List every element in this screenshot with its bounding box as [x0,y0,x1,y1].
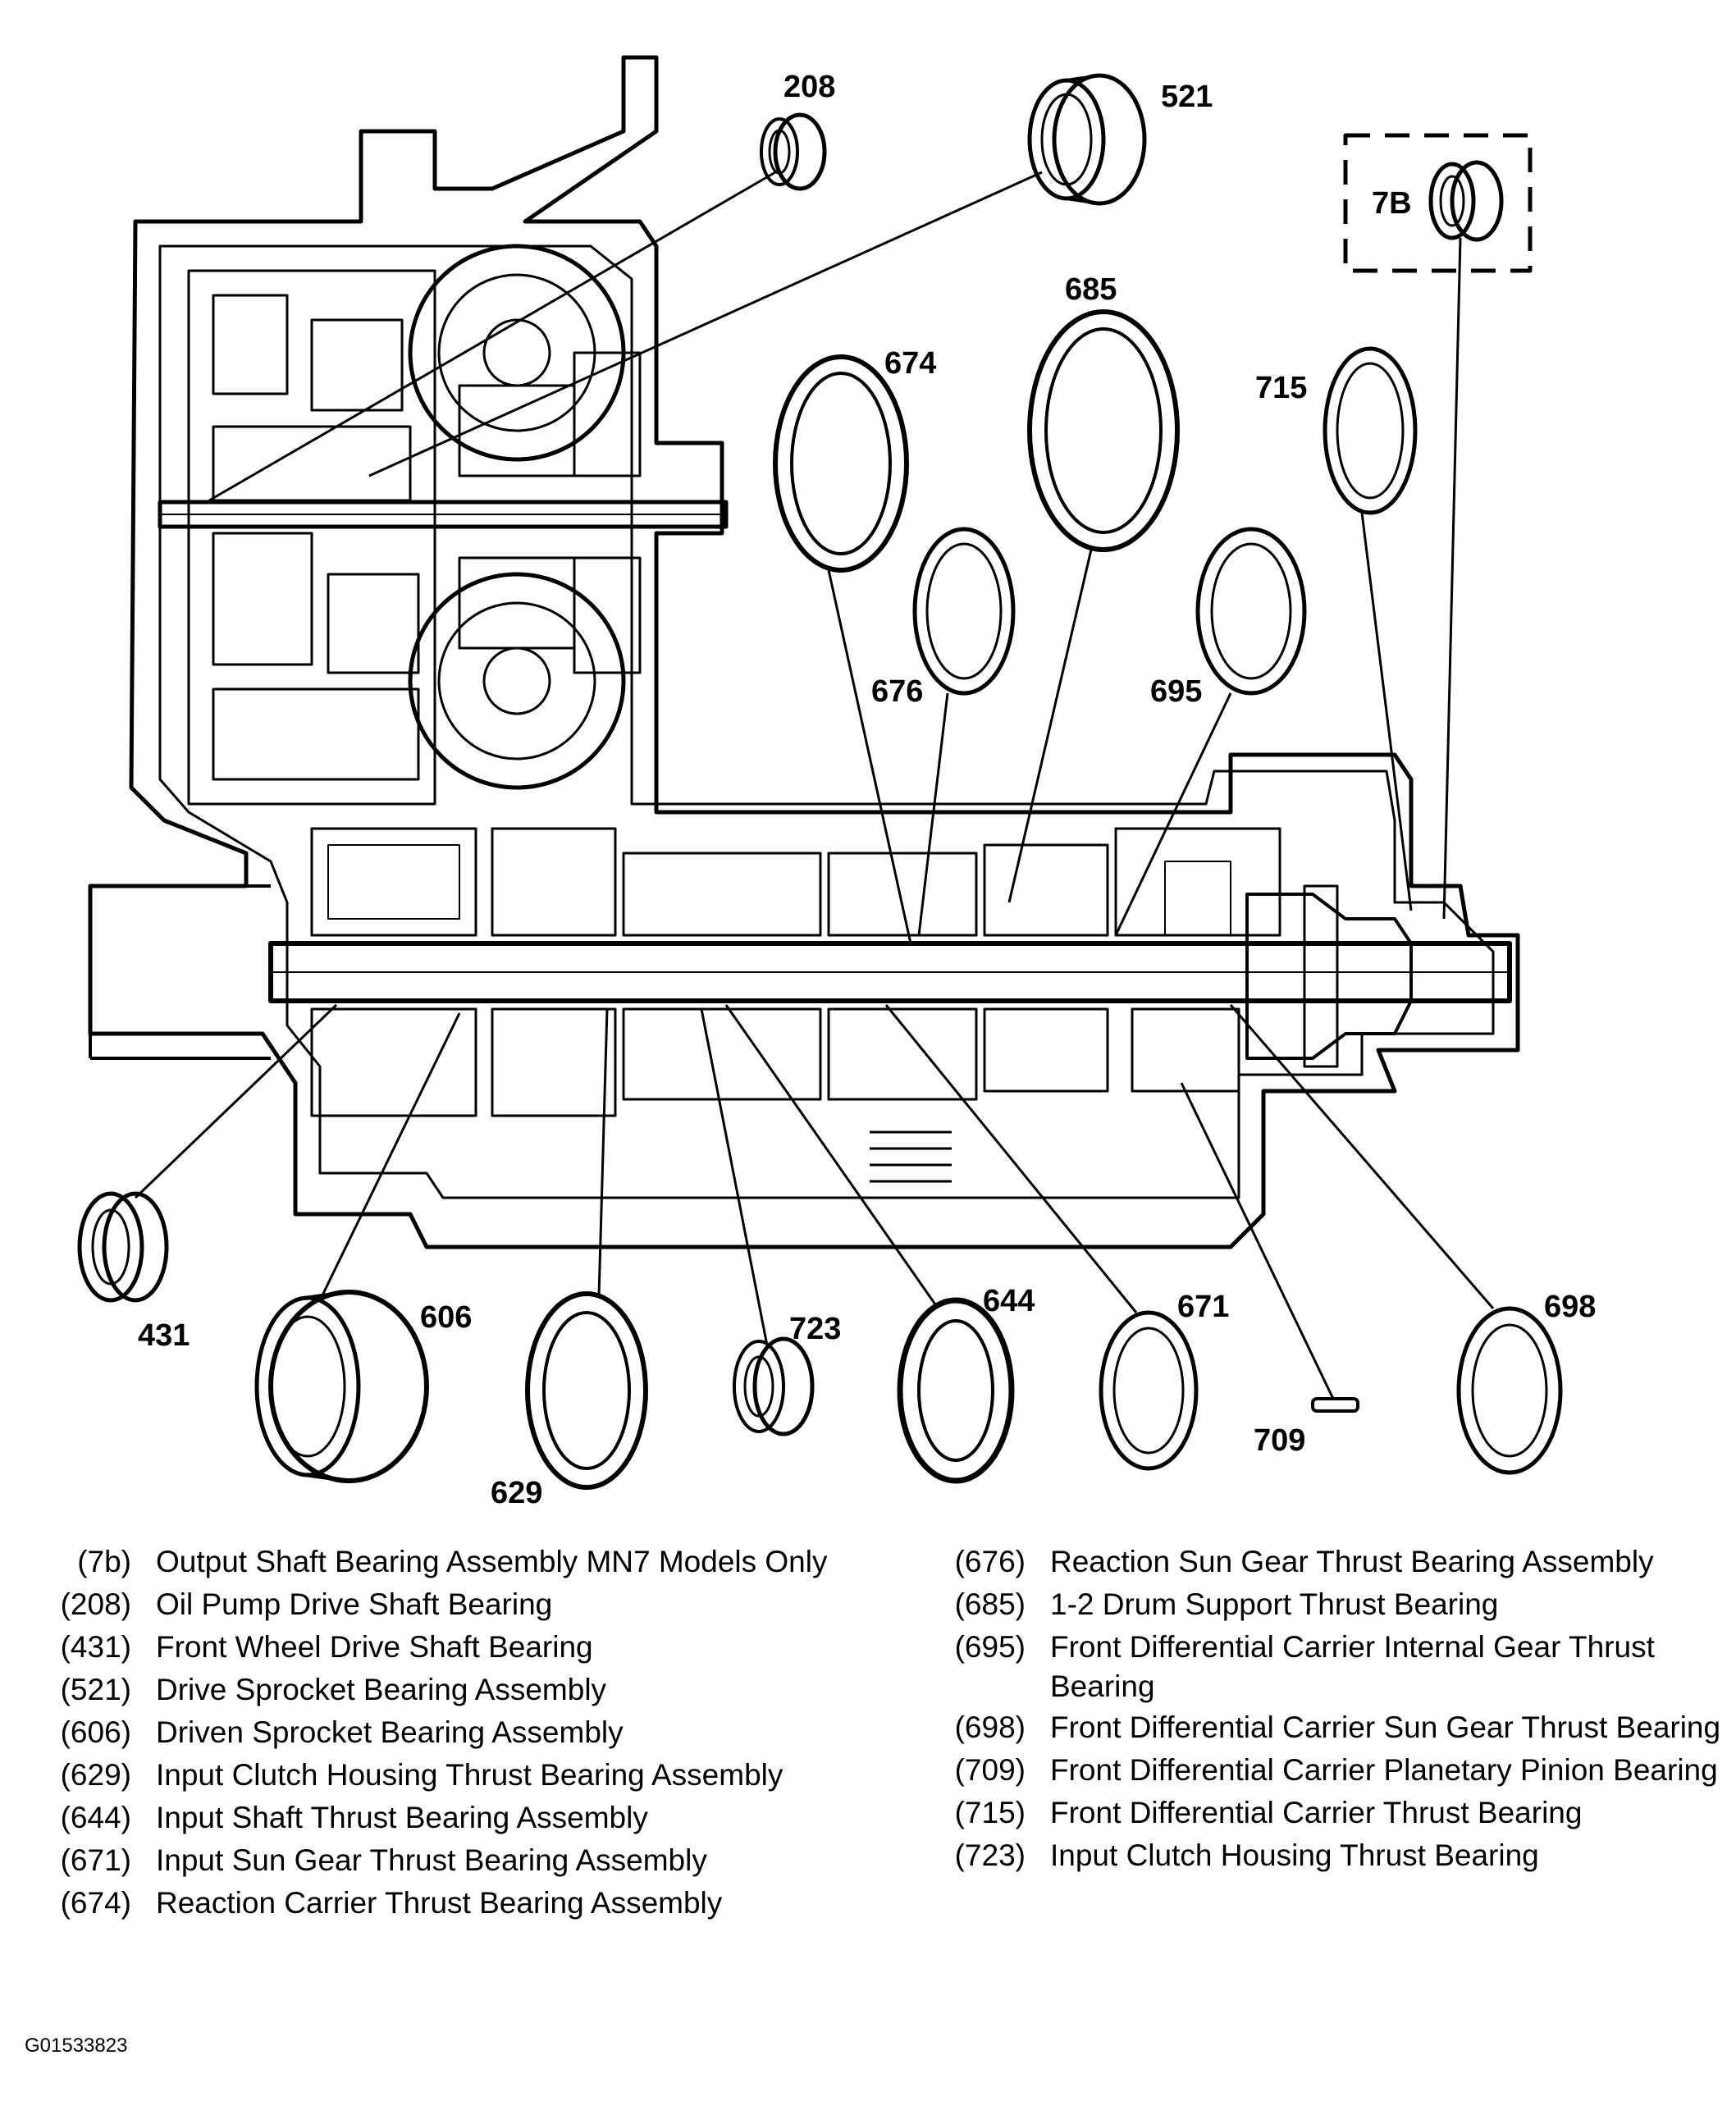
callout-676: 676 [871,674,923,709]
spring-assembly [870,1130,952,1199]
legend-item: (709)Front Differential Carrier Planetar… [954,1753,1718,1787]
bearing-723 [733,1336,815,1436]
valve-body [187,269,436,806]
pinion-bearing-709 [1311,1397,1359,1413]
washer-685 [1027,309,1180,552]
callout-7b: 7B [1372,186,1412,221]
callout-431: 431 [138,1318,190,1353]
legend-item: (521)Drive Sprocket Bearing Assembly [60,1673,607,1706]
bearing-606 [254,1290,429,1483]
bearing-7b [1428,160,1504,242]
legend-item: (431)Front Wheel Drive Shaft Bearing [60,1630,593,1664]
legend-item: (606)Driven Sprocket Bearing Assembly [60,1715,624,1749]
washer-629 [525,1291,648,1490]
callout-723: 723 [789,1312,841,1346]
washer-671 [1099,1310,1199,1471]
legend-item: (629)Input Clutch Housing Thrust Bearing… [60,1758,783,1792]
washer-698 [1456,1306,1563,1475]
front-differential [1245,893,1413,1060]
washer-674 [773,354,909,573]
legend-item: (723)Input Clutch Housing Thrust Bearing [954,1838,1539,1872]
legend-right-column: (676)Reaction Sun Gear Thrust Bearing As… [919,1541,1723,1877]
bearing-208 [760,112,827,191]
transmission-cutaway-diagram: 208 521 7B 685 674 715 676 695 431 606 7… [77,55,1596,1510]
legend-item: (644)Input Shaft Thrust Bearing Assembly [60,1801,648,1834]
washer-676 [912,527,1016,696]
legend-item: (671)Input Sun Gear Thrust Bearing Assem… [60,1843,707,1877]
callout-521: 521 [1161,80,1213,114]
legend-item: (695)Front Differential Carrier Internal… [954,1630,1655,1703]
callout-698: 698 [1544,1290,1596,1324]
callout-671: 671 [1177,1290,1229,1324]
bearing-431 [77,1191,169,1303]
legend-item: (208)Oil Pump Drive Shaft Bearing [60,1587,553,1621]
callout-674: 674 [884,346,936,381]
callout-629: 629 [491,1476,542,1510]
legend-item: (676)Reaction Sun Gear Thrust Bearing As… [954,1545,1654,1578]
callout-208: 208 [783,70,835,104]
callout-606: 606 [420,1300,472,1335]
figure-id: G01533823 [25,2035,128,2057]
callout-709: 709 [1254,1423,1305,1458]
legend-item: (685)1-2 Drum Support Thrust Bearing [954,1587,1499,1621]
callout-685: 685 [1065,272,1117,307]
legend-item: (715)Front Differential Carrier Thrust B… [954,1796,1583,1829]
washer-695 [1195,527,1307,696]
mn7-callout-box [1343,133,1533,273]
legend-left-column: (7b)Output Shaft Bearing Assembly MN7 Mo… [25,1541,894,1925]
callout-695: 695 [1150,674,1202,709]
left-output-stub [89,884,271,1060]
transmission-case-outline [88,55,1520,1249]
legend-item: (674)Reaction Carrier Thrust Bearing Ass… [60,1886,723,1920]
case-inner-outline [158,244,1495,1199]
callout-644: 644 [983,1284,1035,1318]
driven-sprocket [408,572,626,790]
legend-item: (7b)Output Shaft Bearing Assembly MN7 Mo… [77,1545,828,1578]
legend-item: (698)Front Differential Carrier Sun Gear… [954,1710,1721,1744]
bearing-521 [1027,73,1147,206]
washer-715 [1323,346,1418,515]
callout-715: 715 [1255,371,1307,405]
input-clutch-pack [310,827,477,937]
washer-644 [897,1297,1015,1484]
